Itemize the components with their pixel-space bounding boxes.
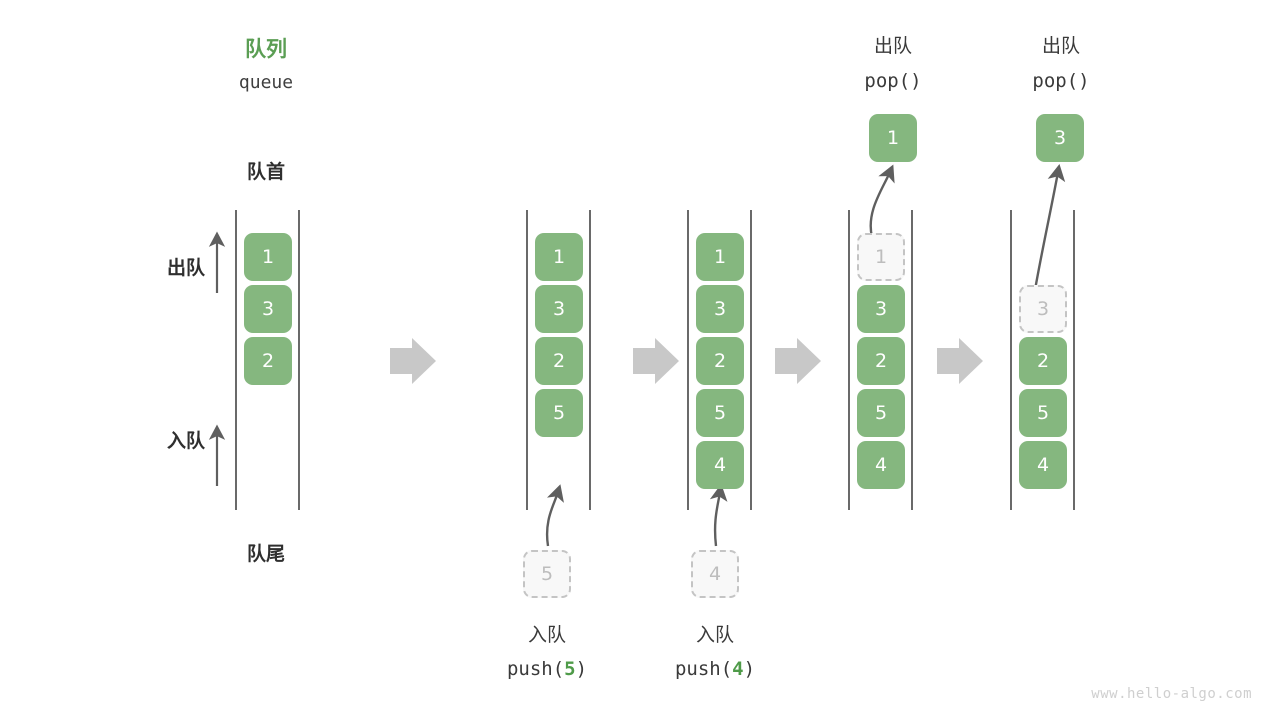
queue-title-en: queue bbox=[238, 72, 294, 93]
queue-node: 1 bbox=[696, 233, 744, 281]
queue-node: 4 bbox=[857, 441, 905, 489]
queue-rear-label: 队尾 bbox=[246, 543, 285, 565]
push-5-caption-code: push(5) bbox=[506, 658, 588, 680]
queue-node: 1 bbox=[244, 233, 292, 281]
incoming-node: 4 bbox=[691, 550, 739, 598]
queue-node-ghost: 3 bbox=[1019, 285, 1067, 333]
push-5-caption-cn: 入队 bbox=[527, 624, 566, 646]
push-arrow-4 bbox=[709, 483, 728, 547]
queue-node: 5 bbox=[696, 389, 744, 437]
push-4-caption-code: push(4) bbox=[674, 658, 756, 680]
queue-node: 3 bbox=[535, 285, 583, 333]
queue-node: 2 bbox=[1019, 337, 1067, 385]
incoming-node: 5 bbox=[523, 550, 571, 598]
pop-3-header-code: pop() bbox=[1032, 70, 1090, 92]
enqueue-legend-label: 入队 bbox=[166, 430, 205, 452]
queue-node: 3 bbox=[244, 285, 292, 333]
queue-node: 5 bbox=[857, 389, 905, 437]
pop-1-header-cn: 出队 bbox=[873, 35, 912, 57]
push-arrows-group bbox=[545, 483, 728, 547]
pop-3-header-cn: 出队 bbox=[1041, 35, 1080, 57]
dequeue-legend-label: 出队 bbox=[166, 257, 205, 279]
queue-title-cn: 队列 bbox=[245, 37, 287, 61]
queue-node: 3 bbox=[857, 285, 905, 333]
queue-node: 5 bbox=[535, 389, 583, 437]
rails-group bbox=[235, 210, 1075, 510]
queue-node: 2 bbox=[696, 337, 744, 385]
queue-node: 1 bbox=[535, 233, 583, 281]
queue-node: 5 bbox=[1019, 389, 1067, 437]
queue-node: 3 bbox=[696, 285, 744, 333]
popped-node: 1 bbox=[869, 114, 917, 162]
step-arrow-3 bbox=[775, 338, 821, 384]
queue-node-ghost: 1 bbox=[857, 233, 905, 281]
push-4-caption-cn: 入队 bbox=[695, 624, 734, 646]
step-arrow-2 bbox=[633, 338, 679, 384]
pop-arrow-3 bbox=[1033, 163, 1066, 291]
site-watermark: www.hello-algo.com bbox=[1091, 686, 1252, 702]
queue-node: 4 bbox=[1019, 441, 1067, 489]
pop-1-header-code: pop() bbox=[864, 70, 922, 92]
push-arrow-5 bbox=[545, 484, 564, 547]
queue-node: 4 bbox=[696, 441, 744, 489]
popped-node: 3 bbox=[1036, 114, 1084, 162]
queue-node: 2 bbox=[857, 337, 905, 385]
push-4-arg: 4 bbox=[732, 658, 744, 680]
queue-node: 2 bbox=[244, 337, 292, 385]
pop-arrow-1 bbox=[869, 164, 895, 238]
push-5-arg: 5 bbox=[564, 658, 576, 680]
queue-front-label: 队首 bbox=[246, 161, 285, 183]
queue-node: 2 bbox=[535, 337, 583, 385]
step-arrow-1 bbox=[390, 338, 436, 384]
step-arrow-4 bbox=[937, 338, 983, 384]
